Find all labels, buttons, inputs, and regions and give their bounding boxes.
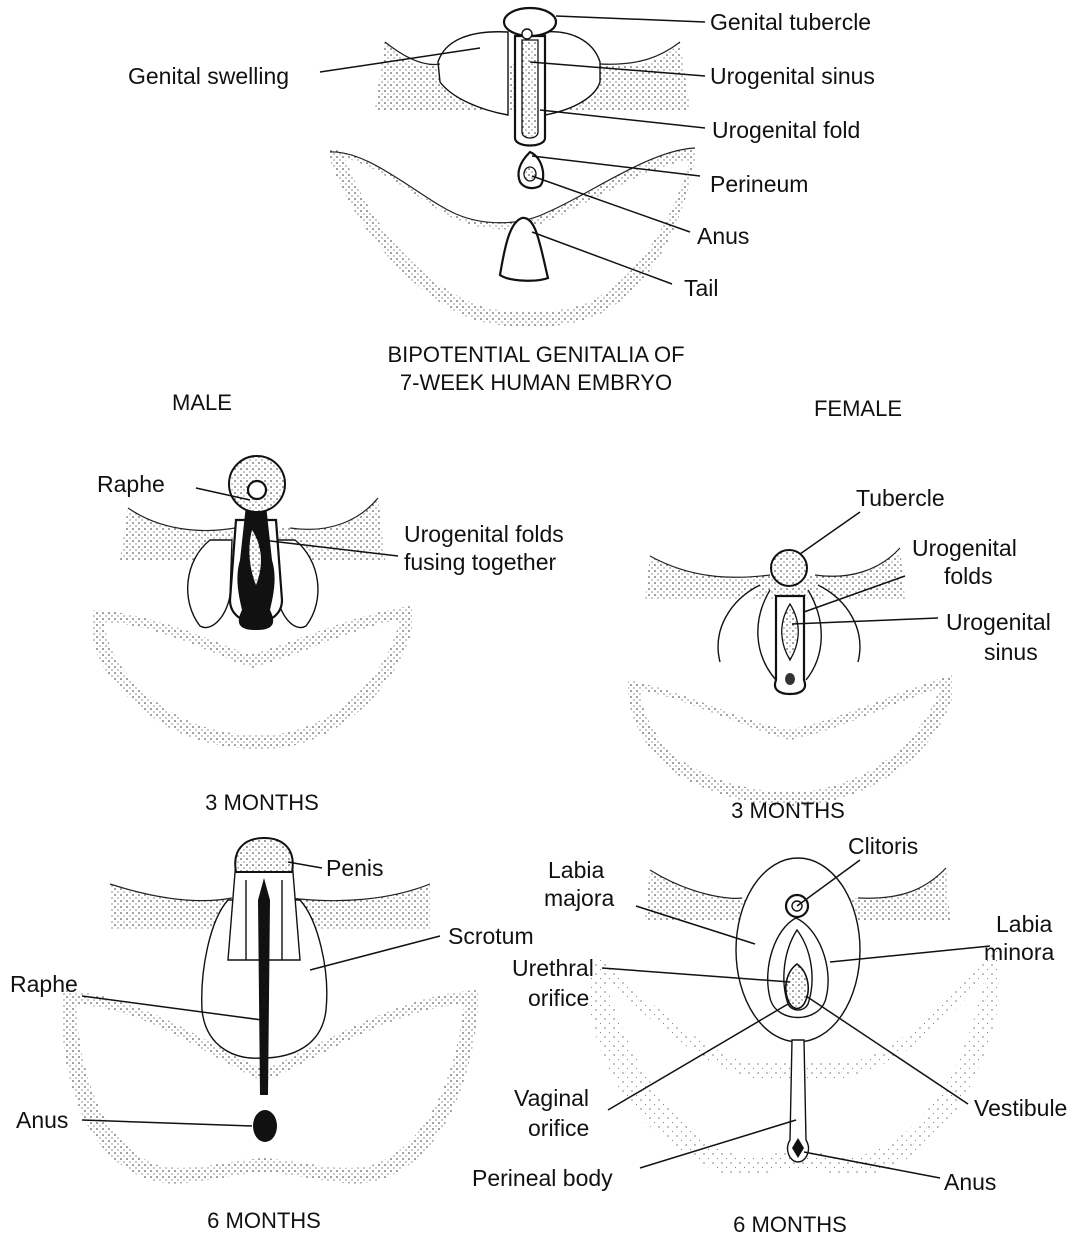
label-female6-labia-minora-line1: Labia: [996, 911, 1052, 937]
male6-anus: [253, 1110, 277, 1142]
label-female6-urethral-line2: orifice: [528, 985, 589, 1011]
male3-glans-orifice: [248, 481, 266, 499]
label-female3-folds-line2: folds: [944, 563, 993, 589]
label-genital-swelling: Genital swelling: [128, 63, 289, 89]
label-female6-perineal-body: Perineal body: [472, 1165, 613, 1191]
label-anus-top: Anus: [697, 223, 749, 249]
female3-tubercle: [771, 550, 807, 586]
figure-7-week: Genital tubercle Genital swelling Urogen…: [128, 8, 875, 395]
caption-7-week-line2: 7-WEEK HUMAN EMBRYO: [400, 370, 672, 395]
label-male6-anus: Anus: [16, 1107, 68, 1133]
label-female6-urethral-line1: Urethral: [512, 955, 594, 981]
label-female6-vaginal-line2: orifice: [528, 1115, 589, 1141]
caption-female-6-months: 6 MONTHS: [733, 1212, 847, 1237]
label-female6-anus: Anus: [944, 1169, 996, 1195]
label-genital-tubercle: Genital tubercle: [710, 9, 871, 35]
caption-female-3-months: 3 MONTHS: [731, 798, 845, 823]
label-urogenital-fold: Urogenital fold: [712, 117, 860, 143]
label-male3-folds-line1: Urogenital folds: [404, 521, 564, 547]
male6-raphe: [258, 878, 270, 1095]
label-female3-sinus-line1: Urogenital: [946, 609, 1051, 635]
female3-fold-right: [806, 590, 821, 680]
female3-anus-shape: [785, 673, 795, 685]
caption-male-3-months: 3 MONTHS: [205, 790, 319, 815]
label-tail: Tail: [684, 275, 719, 301]
figure-female-6-months: Clitoris Labia majora Labia minora Ureth…: [472, 833, 1067, 1237]
leader-male6-scrotum: [310, 936, 440, 970]
label-male3-folds-line2: fusing together: [404, 549, 557, 575]
label-male6-penis: Penis: [326, 855, 384, 881]
label-female6-labia-majora-line1: Labia: [548, 857, 604, 883]
label-female3-sinus-line2: sinus: [984, 639, 1038, 665]
label-female6-labia-minora-line2: minora: [984, 939, 1055, 965]
label-male6-raphe: Raphe: [10, 971, 78, 997]
label-female6-vaginal-line1: Vaginal: [514, 1085, 589, 1111]
urogenital-sinus-shape: [522, 40, 538, 138]
figure-male-3-months: Raphe Urogenital folds fusing together 3…: [92, 456, 564, 815]
leader-urogenital-fold: [540, 110, 705, 128]
label-female3-tubercle: Tubercle: [856, 485, 945, 511]
anus-shape: [524, 167, 536, 181]
leader-genital-tubercle: [556, 16, 705, 22]
label-urogenital-sinus: Urogenital sinus: [710, 63, 875, 89]
figure-female-3-months: Tubercle Urogenital folds Urogenital sin…: [628, 485, 1051, 823]
caption-7-week-line1: BIPOTENTIAL GENITALIA OF: [387, 342, 684, 367]
male6-glans: [235, 838, 293, 872]
label-perineum: Perineum: [710, 171, 808, 197]
label-female6-vestibule: Vestibule: [974, 1095, 1067, 1121]
column-heading-female: FEMALE: [814, 396, 902, 421]
label-male6-scrotum: Scrotum: [448, 923, 534, 949]
label-male3-raphe: Raphe: [97, 471, 165, 497]
label-female6-clitoris: Clitoris: [848, 833, 918, 859]
label-female3-folds-line1: Urogenital: [912, 535, 1017, 561]
leader-female3-tubercle: [800, 512, 860, 554]
male3-lower-face: [104, 620, 400, 735]
caption-male-6-months: 6 MONTHS: [207, 1208, 321, 1233]
tubercle-orifice: [522, 29, 532, 39]
figure-male-6-months: Penis Scrotum Raphe Anus 6 MONTHS: [10, 838, 534, 1233]
female3-fold-left: [758, 590, 776, 680]
label-female6-labia-majora-line2: majora: [544, 885, 615, 911]
column-heading-male: MALE: [172, 390, 232, 415]
